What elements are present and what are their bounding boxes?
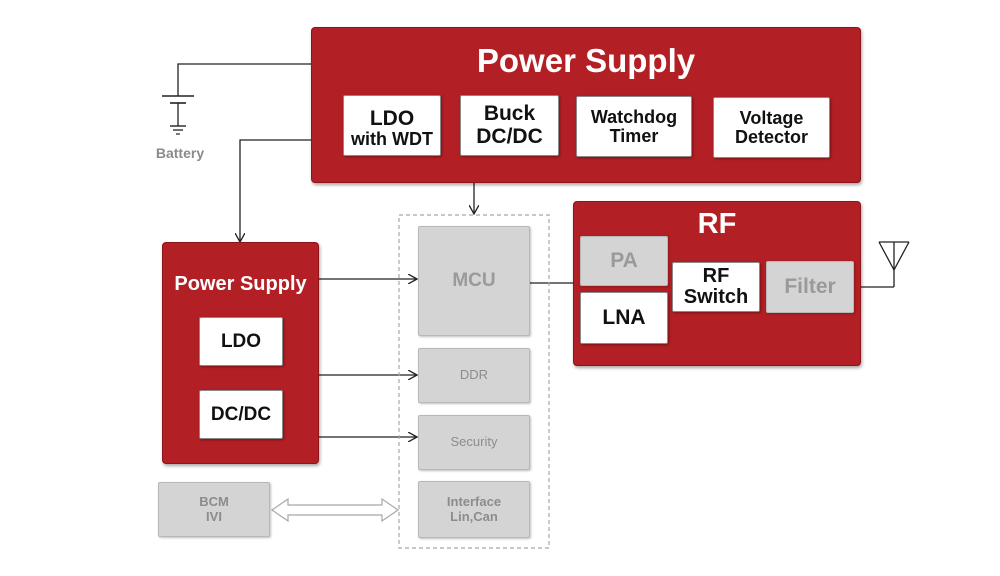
double-arrow [270, 497, 400, 523]
ldo-wdt-line2: with WDT [351, 129, 433, 150]
top-power-supply-block: Power Supply LDO with WDT Buck DC/DC Wat… [311, 27, 861, 183]
buck-line1: Buck [483, 102, 536, 126]
arrow-top-ps-to-left-ps [240, 139, 311, 242]
rf-switch-line1: RF [702, 265, 730, 287]
watchdog-timer-box: Watchdog Timer [576, 96, 692, 157]
battery-label: Battery [155, 145, 205, 161]
security-box: Security [418, 415, 530, 470]
left-power-supply-title: Power Supply [174, 273, 307, 295]
rf-block: RF PA LNA RF Switch Filter [573, 201, 861, 366]
interface-box: Interface Lin,Can [418, 481, 530, 538]
ldo-wdt-line1: LDO [369, 107, 415, 131]
ldo-box: LDO [199, 317, 283, 366]
rf-title: RF [697, 208, 737, 240]
bcm-line1: BCM [199, 494, 229, 510]
ddr-box: DDR [418, 348, 530, 403]
interface-line1: Interface [446, 494, 502, 510]
antenna-icon [861, 241, 910, 288]
voltage-line2: Detector [734, 126, 809, 147]
dcdc-box: DC/DC [199, 390, 283, 439]
interface-line2: Lin,Can [450, 508, 498, 524]
battery-wire [177, 63, 311, 96]
watchdog-line2: Timer [609, 125, 659, 146]
pa-box: PA [580, 236, 668, 286]
buck-dcdc-box: Buck DC/DC [460, 95, 559, 156]
mcu-group-border [398, 214, 550, 549]
voltage-line1: Voltage [739, 107, 804, 128]
watchdog-line1: Watchdog [590, 106, 678, 127]
bcm-ivi-box: BCM IVI [158, 482, 270, 537]
ldo-with-wdt-box: LDO with WDT [343, 95, 441, 156]
buck-line2: DC/DC [476, 124, 543, 148]
lna-box: LNA [580, 292, 668, 344]
voltage-detector-box: Voltage Detector [713, 97, 830, 158]
rf-switch-line2: Switch [683, 286, 749, 308]
mcu-box: MCU [418, 226, 530, 336]
left-power-supply-block: Power Supply LDO DC/DC [162, 242, 319, 464]
battery-icon [162, 95, 194, 135]
top-power-supply-title: Power Supply [476, 42, 696, 79]
bcm-line2: IVI [206, 508, 222, 524]
rf-switch-box: RF Switch [672, 262, 760, 312]
filter-box: Filter [766, 261, 854, 313]
